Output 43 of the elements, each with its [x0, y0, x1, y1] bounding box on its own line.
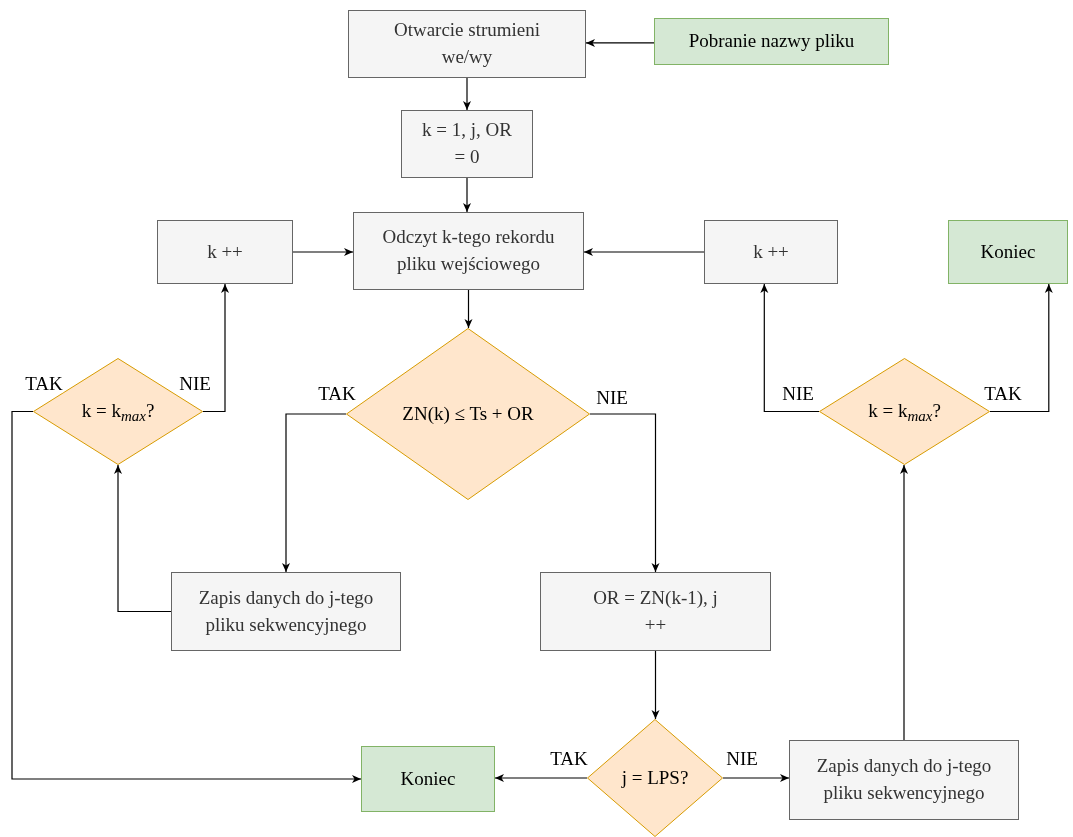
arrow	[760, 283, 820, 413]
arrow	[989, 283, 1053, 413]
terminal-box	[361, 746, 495, 812]
arrow	[900, 464, 908, 741]
arrow	[202, 283, 229, 413]
process-box	[540, 572, 771, 651]
node-text: Zapis danych do j-tego pliku sekwencyjnego	[815, 754, 993, 805]
process-box	[348, 10, 586, 78]
arrow	[585, 38, 655, 47]
node-text: j = LPS?	[621, 765, 689, 790]
node-text: Zapis danych do j-tego pliku sekwencyjnego	[197, 585, 375, 637]
arrow	[114, 464, 172, 613]
node-text: Koniec	[400, 766, 456, 791]
arrow	[11, 410, 362, 783]
process-box	[157, 220, 293, 284]
process-box	[353, 212, 584, 290]
node-text: k = 1, j, OR = 0	[422, 118, 512, 169]
node-text: k ++	[753, 239, 789, 264]
node-text: Otwarcie strumieni we/wy	[392, 18, 542, 69]
arrow	[464, 289, 473, 329]
arrow	[282, 413, 347, 573]
node-text: Odczyt k-tego rekordu pliku wejściowego	[381, 225, 556, 276]
process-box	[789, 740, 1019, 820]
arrow	[463, 77, 471, 111]
node-text: k = k$_{max}$?	[81, 399, 155, 425]
process-box	[704, 220, 838, 284]
node-text: Koniec	[980, 239, 1036, 264]
arrow	[651, 650, 660, 720]
terminal-box	[948, 220, 1068, 284]
node-text: ZN(k) ≤ Ts + OR	[402, 401, 534, 426]
arrow	[722, 774, 790, 782]
terminal-box	[654, 18, 889, 65]
process-box	[401, 110, 533, 178]
arrow	[494, 774, 588, 782]
arrow	[292, 248, 354, 256]
arrow	[583, 248, 705, 256]
arrow	[463, 177, 471, 213]
arrow	[589, 413, 660, 573]
node-text: k = k$_{max}$?	[868, 399, 941, 425]
process-box	[171, 572, 401, 651]
node-text: Pobranie nazwy pliku	[688, 29, 855, 54]
node-text: OR = ZN(k-1), j ++	[592, 585, 719, 637]
node-text: k ++	[207, 239, 243, 264]
